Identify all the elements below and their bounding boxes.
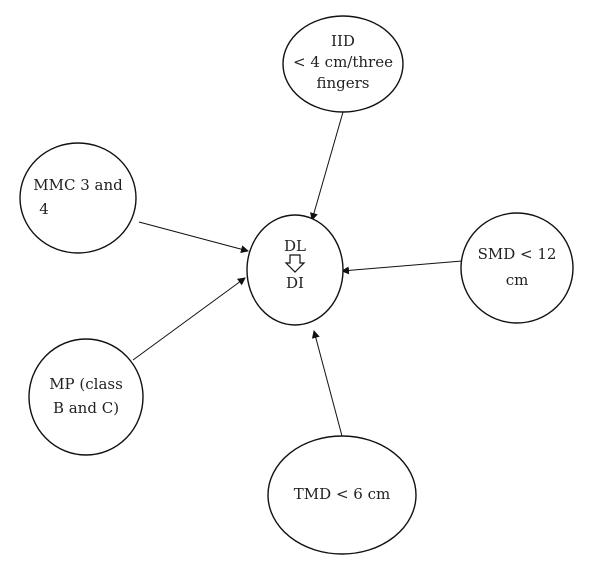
node-smd: SMD < 12 cm	[460, 212, 574, 324]
node-mmc-line-1: MMC 3 and	[33, 176, 123, 194]
node-smd-shape	[460, 212, 574, 324]
down-arrow-icon	[284, 254, 306, 273]
node-mp-line-2: B and C)	[53, 399, 119, 417]
node-mp: MP (class B and C)	[28, 338, 144, 456]
node-center-line-2: DI	[286, 274, 304, 292]
edge-smd-to-center	[341, 260, 463, 275]
node-center: DL DI	[246, 214, 344, 326]
node-mmc-line-2: 4	[39, 200, 49, 218]
node-tmd-line-1: TMD < 6 cm	[294, 485, 390, 503]
edges	[132, 111, 463, 437]
node-tmd: TMD < 6 cm	[267, 435, 417, 555]
node-smd-line-2: cm	[506, 271, 529, 289]
node-iid-line-3: fingers	[316, 74, 369, 92]
edge-tmd-to-center	[311, 330, 343, 437]
node-iid-shape	[282, 15, 404, 113]
node-iid-line-2: < 4 cm/three	[293, 53, 393, 71]
node-tmd-shape	[267, 435, 417, 555]
node-center-line-1: DL	[284, 237, 306, 255]
edge-iid-to-center	[310, 111, 344, 221]
edge-mmc-to-center	[138, 221, 249, 254]
node-smd-line-1: SMD < 12	[478, 245, 557, 263]
node-mp-shape	[28, 338, 144, 456]
node-mp-line-1: MP (class	[49, 375, 123, 393]
edge-mp-to-center	[132, 277, 246, 361]
node-iid: IID < 4 cm/three fingers	[282, 15, 404, 113]
node-iid-line-1: IID	[331, 32, 355, 50]
node-mmc: MMC 3 and 4	[19, 142, 137, 254]
node-mmc-shape	[19, 142, 137, 254]
